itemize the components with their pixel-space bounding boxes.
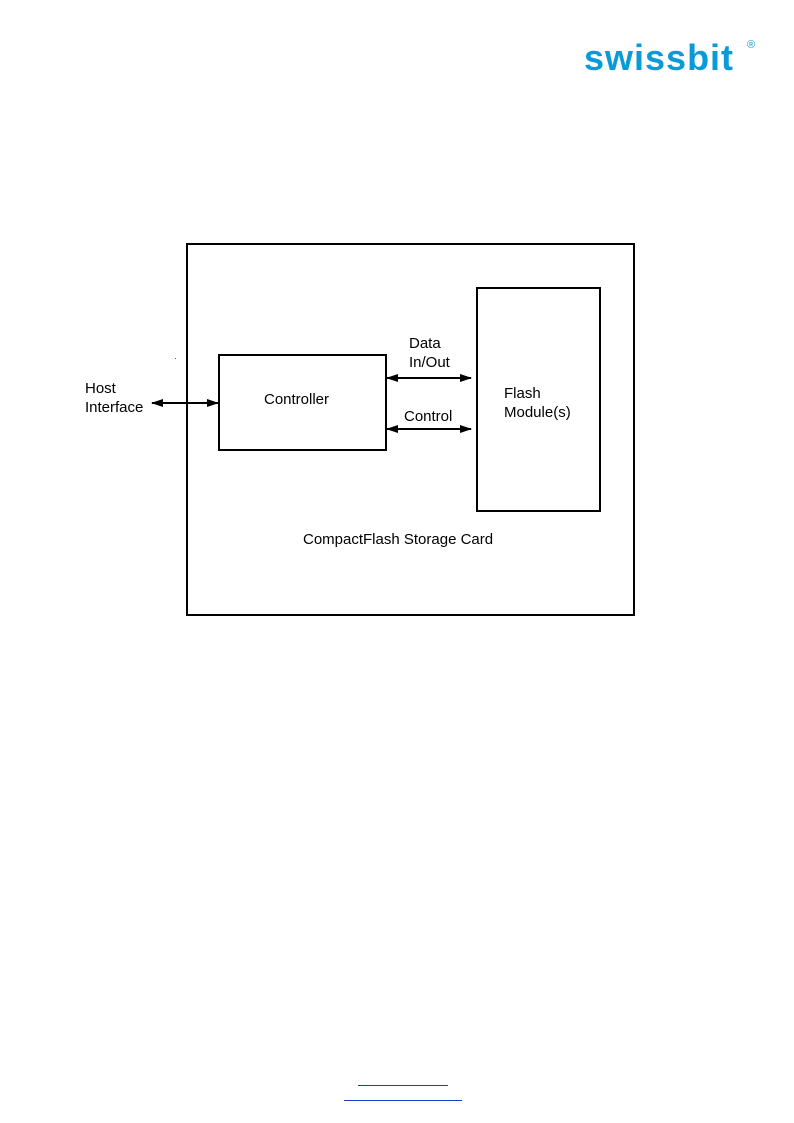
- flash-module-line1: Flash: [504, 385, 541, 402]
- data-in-out-line2: In/Out: [409, 354, 450, 371]
- stray-dot: [175, 358, 176, 359]
- flash-module-line2: Module(s): [504, 404, 571, 421]
- footer-link-underline-2[interactable]: [344, 1100, 462, 1101]
- data-in-out-label: Data In/Out: [409, 334, 450, 372]
- logo-registered-mark: ®: [747, 39, 756, 51]
- footer-link-underline-1[interactable]: [358, 1085, 448, 1086]
- control-label: Control: [404, 408, 453, 425]
- controller-box: [218, 354, 387, 451]
- host-interface-line1: Host: [85, 380, 116, 397]
- logo-wordmark: swissbit: [584, 37, 735, 78]
- flash-module-box: [476, 287, 601, 512]
- data-in-out-line1: Data: [409, 335, 441, 352]
- card-label: CompactFlash Storage Card: [303, 531, 494, 548]
- swissbit-logo: swissbit ®: [584, 38, 760, 78]
- flash-module-label: Flash Module(s): [504, 384, 571, 422]
- card-outline: [186, 243, 635, 616]
- host-interface-line2: Interface: [85, 399, 144, 416]
- controller-label: Controller: [264, 391, 330, 408]
- host-interface-label: Host Interface: [85, 379, 143, 417]
